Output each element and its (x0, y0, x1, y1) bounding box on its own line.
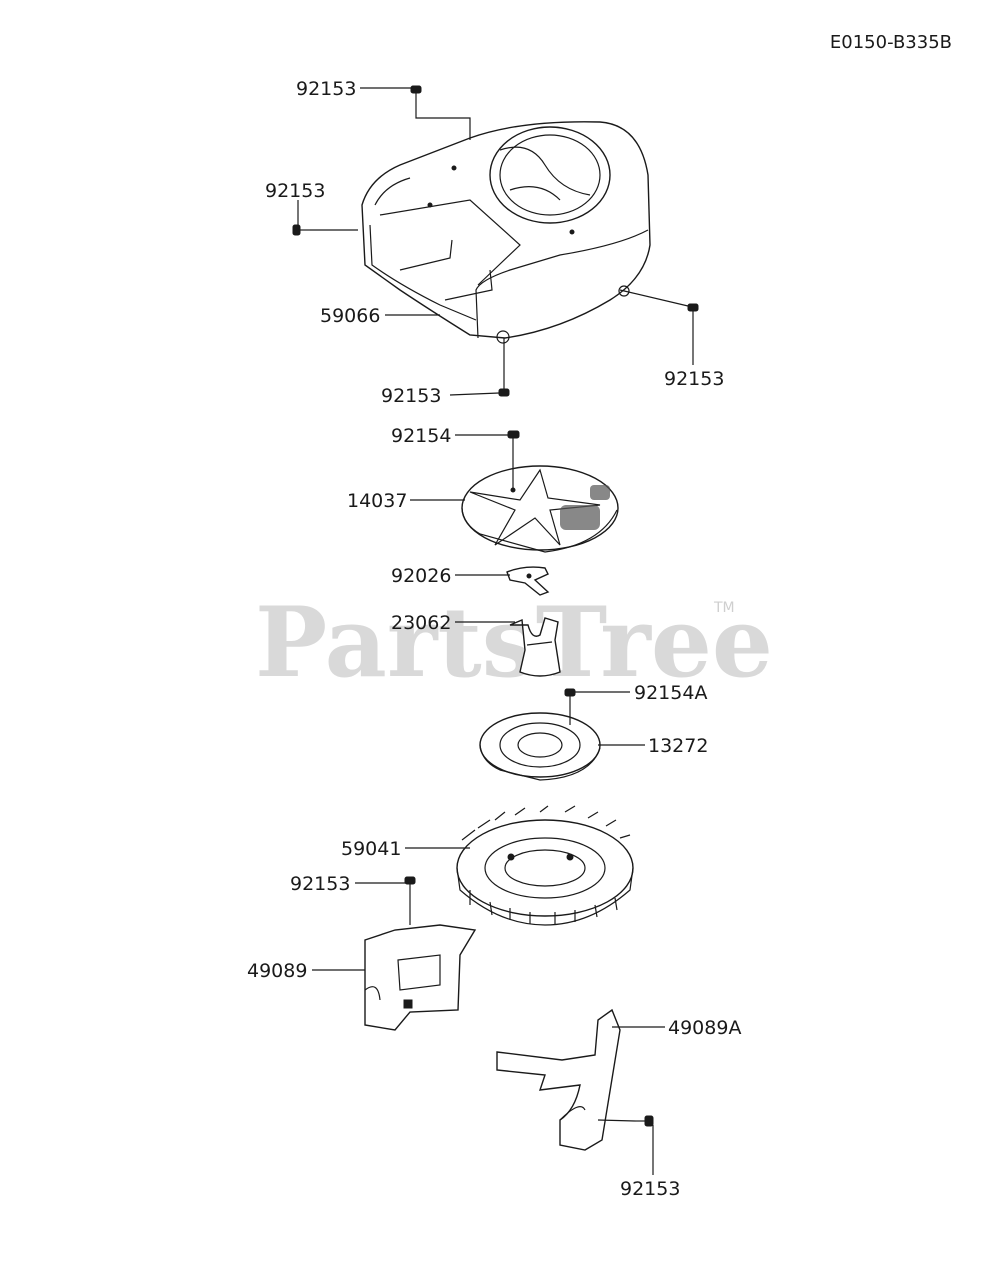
part-14037-screen[interactable] (461, 465, 619, 553)
bolt-92153-right[interactable] (687, 303, 699, 318)
bolt-92153-bottom[interactable] (498, 383, 510, 397)
label-59066: 59066 (320, 305, 380, 327)
leader-lines (297, 87, 694, 1175)
watermark-tm: TM (713, 600, 735, 616)
part-59066-blower-housing[interactable] (361, 121, 651, 344)
label-13272: 13272 (648, 735, 708, 757)
label-59041: 59041 (341, 838, 401, 860)
part-92026-plate[interactable] (506, 566, 550, 596)
watermark-text: PartsTree (255, 586, 773, 699)
label-14037: 14037 (347, 490, 407, 512)
label-92153-top: 92153 (296, 78, 356, 100)
label-92153-bottom: 92153 (381, 385, 441, 407)
label-92153-last: 92153 (620, 1178, 680, 1200)
bolt-92153-left[interactable] (292, 224, 310, 236)
part-13272-plate[interactable] (479, 712, 601, 781)
label-92154: 92154 (391, 425, 451, 447)
watermark: PartsTree TM (255, 586, 773, 699)
diagram-code: E0150-B335B (830, 32, 952, 53)
label-49089: 49089 (247, 960, 307, 982)
bolt-92153-top[interactable] (410, 85, 422, 100)
label-92153-mid: 92153 (290, 873, 350, 895)
label-49089a: 49089A (668, 1017, 741, 1039)
label-92154a: 92154A (634, 682, 707, 704)
bolt-92153-last[interactable] (635, 1115, 654, 1127)
part-23062-cup[interactable] (509, 617, 561, 677)
part-49089-shroud[interactable] (364, 924, 477, 1031)
label-92153-left: 92153 (265, 180, 325, 202)
part-49089a-shroud[interactable] (496, 1008, 621, 1151)
bolt-92154[interactable] (507, 430, 520, 444)
bolt-92153-mid[interactable] (404, 876, 416, 890)
bolt-92154a[interactable] (564, 688, 576, 702)
part-59041-fan[interactable] (456, 805, 634, 926)
label-92153-right: 92153 (664, 368, 724, 390)
label-23062: 23062 (391, 612, 451, 634)
label-92026: 92026 (391, 565, 451, 587)
